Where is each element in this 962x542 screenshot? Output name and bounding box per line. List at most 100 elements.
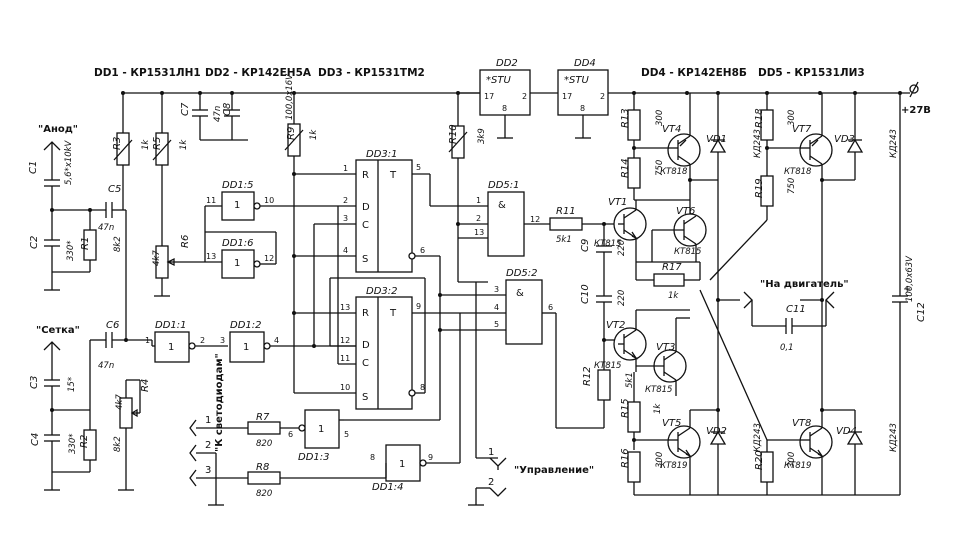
- r7-value: 820: [256, 439, 272, 449]
- svg-text:17: 17: [484, 92, 494, 101]
- svg-text:&: &: [516, 288, 524, 299]
- supply-rail: +27В: [121, 81, 931, 116]
- svg-text:1: 1: [168, 342, 174, 353]
- r20-name: R20: [754, 450, 765, 470]
- dd3-1-name: DD3:1: [366, 149, 398, 160]
- r15-value: 1k: [653, 403, 663, 414]
- c11-name: C11: [786, 304, 806, 315]
- svg-text:9: 9: [416, 302, 421, 311]
- r9: R9 1k: [284, 93, 356, 394]
- vt2-type: КТ815: [594, 361, 621, 371]
- setka-input: "Сетка" C3 15* C4 330* R2 8k2 C6 47n: [29, 320, 152, 491]
- vt1-name: VT1: [608, 197, 627, 208]
- r12-name: R12: [582, 366, 593, 386]
- r1-value: 8k2: [113, 236, 123, 252]
- supply-label: +27В: [901, 105, 931, 116]
- svg-text:1: 1: [318, 424, 324, 435]
- r19-value: 750: [787, 178, 797, 194]
- svg-text:1: 1: [476, 196, 481, 205]
- c12-name: C12: [916, 302, 927, 322]
- r13-name: R13: [620, 108, 631, 128]
- r20-value: 300: [787, 452, 797, 468]
- part-list: DD1 - КР1531ЛН1 DD2 - КР142ЕН5А DD3 - КР…: [94, 67, 865, 79]
- dd2-name: DD2: [496, 58, 518, 69]
- svg-text:1: 1: [234, 258, 240, 269]
- dd1-3-name: DD1:3: [298, 452, 330, 463]
- svg-text:3: 3: [494, 285, 499, 294]
- c1-name: C1: [28, 161, 39, 174]
- c2-name: C2: [29, 236, 40, 249]
- dd3-2-name: DD3:2: [366, 286, 398, 297]
- dd5-2-name: DD5:2: [506, 268, 538, 279]
- svg-text:1: 1: [399, 459, 405, 470]
- c5-name: C5: [108, 184, 121, 195]
- r14-value: 750: [655, 160, 665, 176]
- vt6-type: КТ815: [674, 247, 701, 257]
- c8-value: 100,0x16V: [285, 73, 295, 120]
- r11-name: R11: [556, 206, 576, 217]
- svg-text:5: 5: [344, 430, 349, 439]
- inverter-dd1-4: 1 8 9 DD1:4: [370, 313, 461, 493]
- c2-value: 330*: [66, 241, 76, 261]
- svg-text:12: 12: [530, 215, 540, 224]
- vt3-type: КТ815: [645, 385, 672, 395]
- svg-text:C: C: [362, 358, 369, 369]
- leds-label: "К светодиодам": [214, 353, 225, 452]
- inverter-dd1-3: 1 6 5 DD1:3: [288, 409, 349, 463]
- setka-label: "Сетка": [36, 325, 80, 336]
- svg-text:2: 2: [205, 440, 211, 451]
- svg-text:8: 8: [420, 383, 425, 392]
- svg-text:4: 4: [274, 336, 279, 345]
- c10-value: 220: [617, 290, 627, 306]
- c9-name: C9: [580, 239, 591, 252]
- r9-value: 1k: [309, 129, 319, 140]
- r8-value: 820: [256, 489, 272, 499]
- svg-text:10: 10: [340, 383, 350, 392]
- vd4-type: КД243: [889, 423, 899, 452]
- r10-value: 3k9: [477, 128, 487, 144]
- c4-name: C4: [30, 433, 41, 446]
- led-connector: "К светодиодам" 1 2 3 R7 820 R8 820: [189, 353, 386, 505]
- r10-name: R10: [448, 124, 459, 144]
- dd1-label: DD1 - КР1531ЛН1: [94, 67, 201, 79]
- svg-text:1: 1: [488, 447, 494, 458]
- r1-name: R1: [80, 237, 91, 250]
- svg-text:12: 12: [264, 254, 274, 263]
- svg-text:1: 1: [243, 342, 249, 353]
- c8-name: C8: [222, 103, 233, 116]
- c4-value: 330*: [68, 434, 78, 454]
- regulator-dd2: DD2 *STU 17 2 8: [479, 58, 531, 139]
- svg-text:3: 3: [343, 214, 348, 223]
- dd2-label: DD2 - КР142ЕН5А: [205, 67, 312, 79]
- svg-text:3: 3: [220, 336, 225, 345]
- svg-text:C: C: [362, 220, 369, 231]
- svg-text:5: 5: [416, 163, 421, 172]
- svg-text:D: D: [362, 202, 370, 213]
- svg-text:8: 8: [370, 453, 375, 462]
- svg-text:R: R: [362, 308, 369, 319]
- c11-value: 0,1: [780, 343, 794, 353]
- r13-value: 300: [655, 110, 665, 126]
- svg-text:9: 9: [428, 453, 433, 462]
- svg-text:2: 2: [522, 92, 527, 101]
- c1-value: 5,6*x10kV: [64, 139, 74, 185]
- svg-text:T: T: [389, 170, 397, 181]
- svg-text:1: 1: [145, 336, 150, 345]
- dd1-5-name: DD1:5: [222, 180, 254, 191]
- svg-text:T: T: [389, 308, 397, 319]
- svg-text:2: 2: [200, 336, 205, 345]
- svg-text:4: 4: [494, 303, 499, 312]
- drive-network: R11 5k1 C9 220 C10 220 R12 5k1: [549, 206, 635, 428]
- svg-text:13: 13: [206, 252, 216, 261]
- svg-text:2: 2: [488, 477, 494, 488]
- svg-text:6: 6: [420, 246, 425, 255]
- vt5-name: VT5: [662, 418, 681, 429]
- vd3-name: VD3: [834, 134, 855, 145]
- svg-text:+: +: [903, 284, 911, 295]
- r17-name: R17: [662, 262, 682, 273]
- and-gate-dd5-1: DD5:1 & 1 2 13 12: [474, 180, 550, 257]
- inverter-dd1-5: DD1:5 1 11 10: [204, 180, 338, 262]
- r2-value: 8k2: [113, 436, 123, 452]
- vt5-type: КТ819: [660, 461, 687, 471]
